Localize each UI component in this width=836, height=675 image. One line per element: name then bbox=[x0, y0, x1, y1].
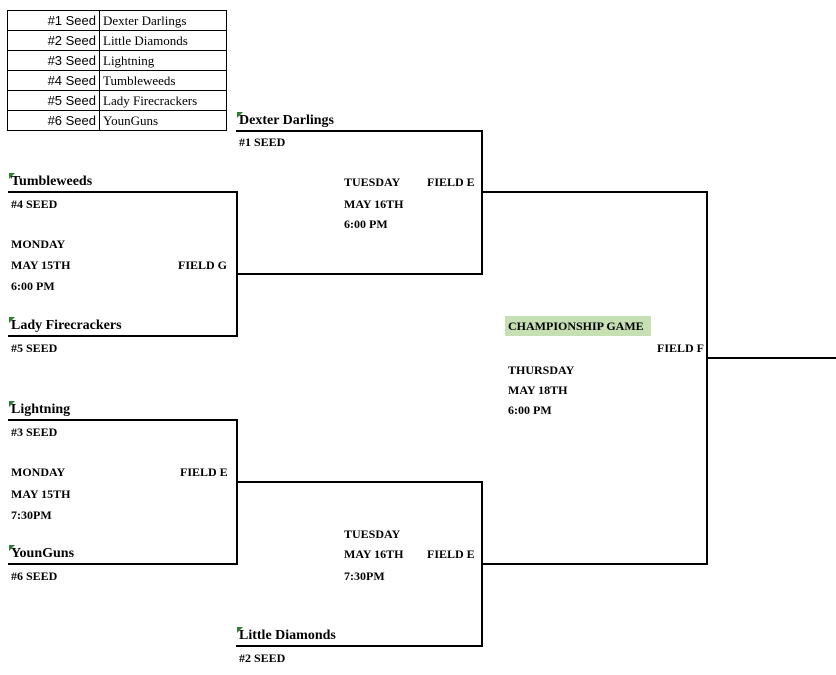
seed-team: Tumbleweeds bbox=[99, 70, 227, 91]
game-field: FIELD E bbox=[180, 465, 228, 479]
seed-number: #5 Seed bbox=[7, 90, 100, 111]
seed-row: #3 Seed Lightning bbox=[7, 50, 227, 71]
cell-marker bbox=[9, 317, 15, 323]
game-time: 6:00 PM bbox=[11, 279, 55, 293]
team-name: YounGuns bbox=[11, 546, 75, 561]
bracket-line bbox=[236, 481, 483, 483]
team-name: Little Diamonds bbox=[239, 628, 336, 643]
seed-number: #6 Seed bbox=[7, 110, 100, 131]
game-date: MAY 15TH bbox=[11, 487, 71, 501]
seed-number: #1 Seed bbox=[7, 10, 100, 31]
seed-team: YounGuns bbox=[99, 110, 227, 131]
bracket-line bbox=[8, 191, 238, 193]
game-time: 7:30PM bbox=[344, 569, 385, 583]
seed-row: #6 Seed YounGuns bbox=[7, 110, 227, 131]
cell-marker bbox=[9, 545, 15, 551]
game-day: MONDAY bbox=[11, 465, 66, 479]
seed-label: #3 SEED bbox=[11, 425, 58, 439]
seed-number: #2 Seed bbox=[7, 30, 100, 51]
bracket-line bbox=[481, 130, 483, 275]
game-field: FIELD G bbox=[178, 258, 228, 272]
seed-team: Little Diamonds bbox=[99, 30, 227, 51]
seed-team: Lady Firecrackers bbox=[99, 90, 227, 111]
seed-row: #1 Seed Dexter Darlings bbox=[7, 10, 227, 31]
seed-label: #2 SEED bbox=[239, 651, 286, 665]
team-name: Lightning bbox=[11, 402, 71, 417]
game-date: MAY 16TH bbox=[344, 197, 404, 211]
game-field: FIELD E bbox=[427, 175, 475, 189]
bracket-line bbox=[236, 273, 483, 275]
bracket-line bbox=[481, 191, 708, 193]
game-date: MAY 15TH bbox=[11, 258, 71, 272]
game-time: 6:00 PM bbox=[508, 403, 552, 417]
game-field: FIELD E bbox=[427, 547, 475, 561]
championship-title: CHAMPIONSHIP GAME bbox=[505, 316, 651, 336]
game-date: MAY 16TH bbox=[344, 547, 404, 561]
seed-table: #1 Seed Dexter Darlings #2 Seed Little D… bbox=[7, 10, 227, 131]
game-day: TUESDAY bbox=[344, 175, 401, 189]
game-field: FIELD F bbox=[657, 341, 705, 355]
seed-label: #6 SEED bbox=[11, 569, 58, 583]
seed-team: Lightning bbox=[99, 50, 227, 71]
game-time: 6:00 PM bbox=[344, 217, 388, 231]
bracket-line bbox=[706, 357, 836, 359]
game-day: MONDAY bbox=[11, 237, 66, 251]
seed-label: #5 SEED bbox=[11, 341, 58, 355]
bracket-line bbox=[8, 335, 238, 337]
team-name: Dexter Darlings bbox=[239, 113, 334, 128]
bracket-line bbox=[236, 645, 483, 647]
seed-row: #4 Seed Tumbleweeds bbox=[7, 70, 227, 91]
bracket-line bbox=[236, 191, 238, 337]
seed-number: #4 Seed bbox=[7, 70, 100, 91]
seed-row: #2 Seed Little Diamonds bbox=[7, 30, 227, 51]
cell-marker bbox=[237, 627, 243, 633]
seed-label: #1 SEED bbox=[239, 135, 286, 149]
game-day: TUESDAY bbox=[344, 527, 401, 541]
team-name: Tumbleweeds bbox=[11, 174, 93, 189]
game-time: 7:30PM bbox=[11, 508, 52, 522]
bracket-line bbox=[8, 419, 238, 421]
cell-marker bbox=[237, 112, 243, 118]
seed-row: #5 Seed Lady Firecrackers bbox=[7, 90, 227, 111]
bracket-line bbox=[236, 419, 238, 565]
team-name: Lady Firecrackers bbox=[11, 318, 122, 333]
cell-marker bbox=[9, 173, 15, 179]
bracket-line bbox=[706, 191, 708, 565]
cell-marker bbox=[9, 401, 15, 407]
game-date: MAY 18TH bbox=[508, 383, 568, 397]
seed-number: #3 Seed bbox=[7, 50, 100, 71]
bracket-line bbox=[481, 563, 708, 565]
bracket-line bbox=[8, 563, 238, 565]
seed-team: Dexter Darlings bbox=[99, 10, 227, 31]
seed-label: #4 SEED bbox=[11, 197, 58, 211]
bracket-line bbox=[236, 130, 483, 132]
game-day: THURSDAY bbox=[508, 363, 575, 377]
